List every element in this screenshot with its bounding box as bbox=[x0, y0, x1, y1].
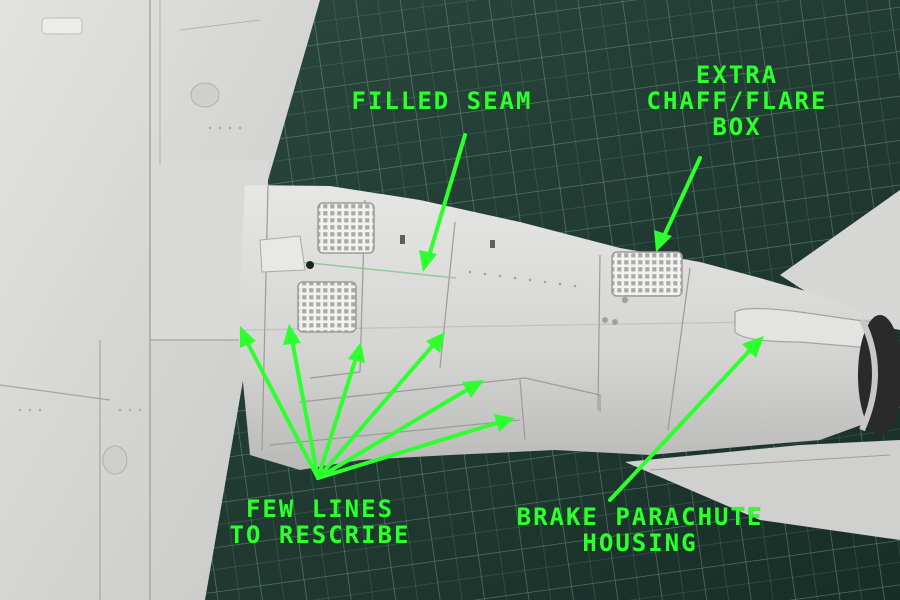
label-line: HOUSING bbox=[582, 529, 698, 557]
label-few-lines: FEW LINES TO RESCRIBE bbox=[190, 496, 450, 548]
annotation-arrows bbox=[240, 133, 764, 502]
chaff-flare-box bbox=[611, 251, 683, 297]
label-line: BRAKE PARACHUTE bbox=[516, 503, 764, 531]
label-chaff-flare-box: EXTRA CHAFF/FLARE BOX bbox=[612, 62, 862, 140]
rear-fuselage bbox=[238, 185, 900, 470]
label-brake-parachute-housing: BRAKE PARACHUTE HOUSING bbox=[470, 504, 810, 556]
vent-panel-upper bbox=[317, 202, 375, 254]
label-filled-seam: FILLED SEAM bbox=[322, 88, 562, 114]
wing-left bbox=[0, 0, 320, 600]
label-line: CHAFF/FLARE bbox=[646, 87, 828, 115]
label-filled-seam-text: FILLED SEAM bbox=[351, 87, 533, 115]
label-line: TO RESCRIBE bbox=[229, 521, 411, 549]
exhaust-nozzle bbox=[858, 315, 900, 435]
tail-fin-lower bbox=[625, 440, 900, 540]
label-line: EXTRA bbox=[695, 61, 779, 89]
label-line: BOX bbox=[712, 113, 762, 141]
tail-fin-upper bbox=[780, 190, 900, 330]
label-line: FEW LINES bbox=[245, 495, 395, 523]
vent-panel-lower bbox=[297, 281, 357, 333]
